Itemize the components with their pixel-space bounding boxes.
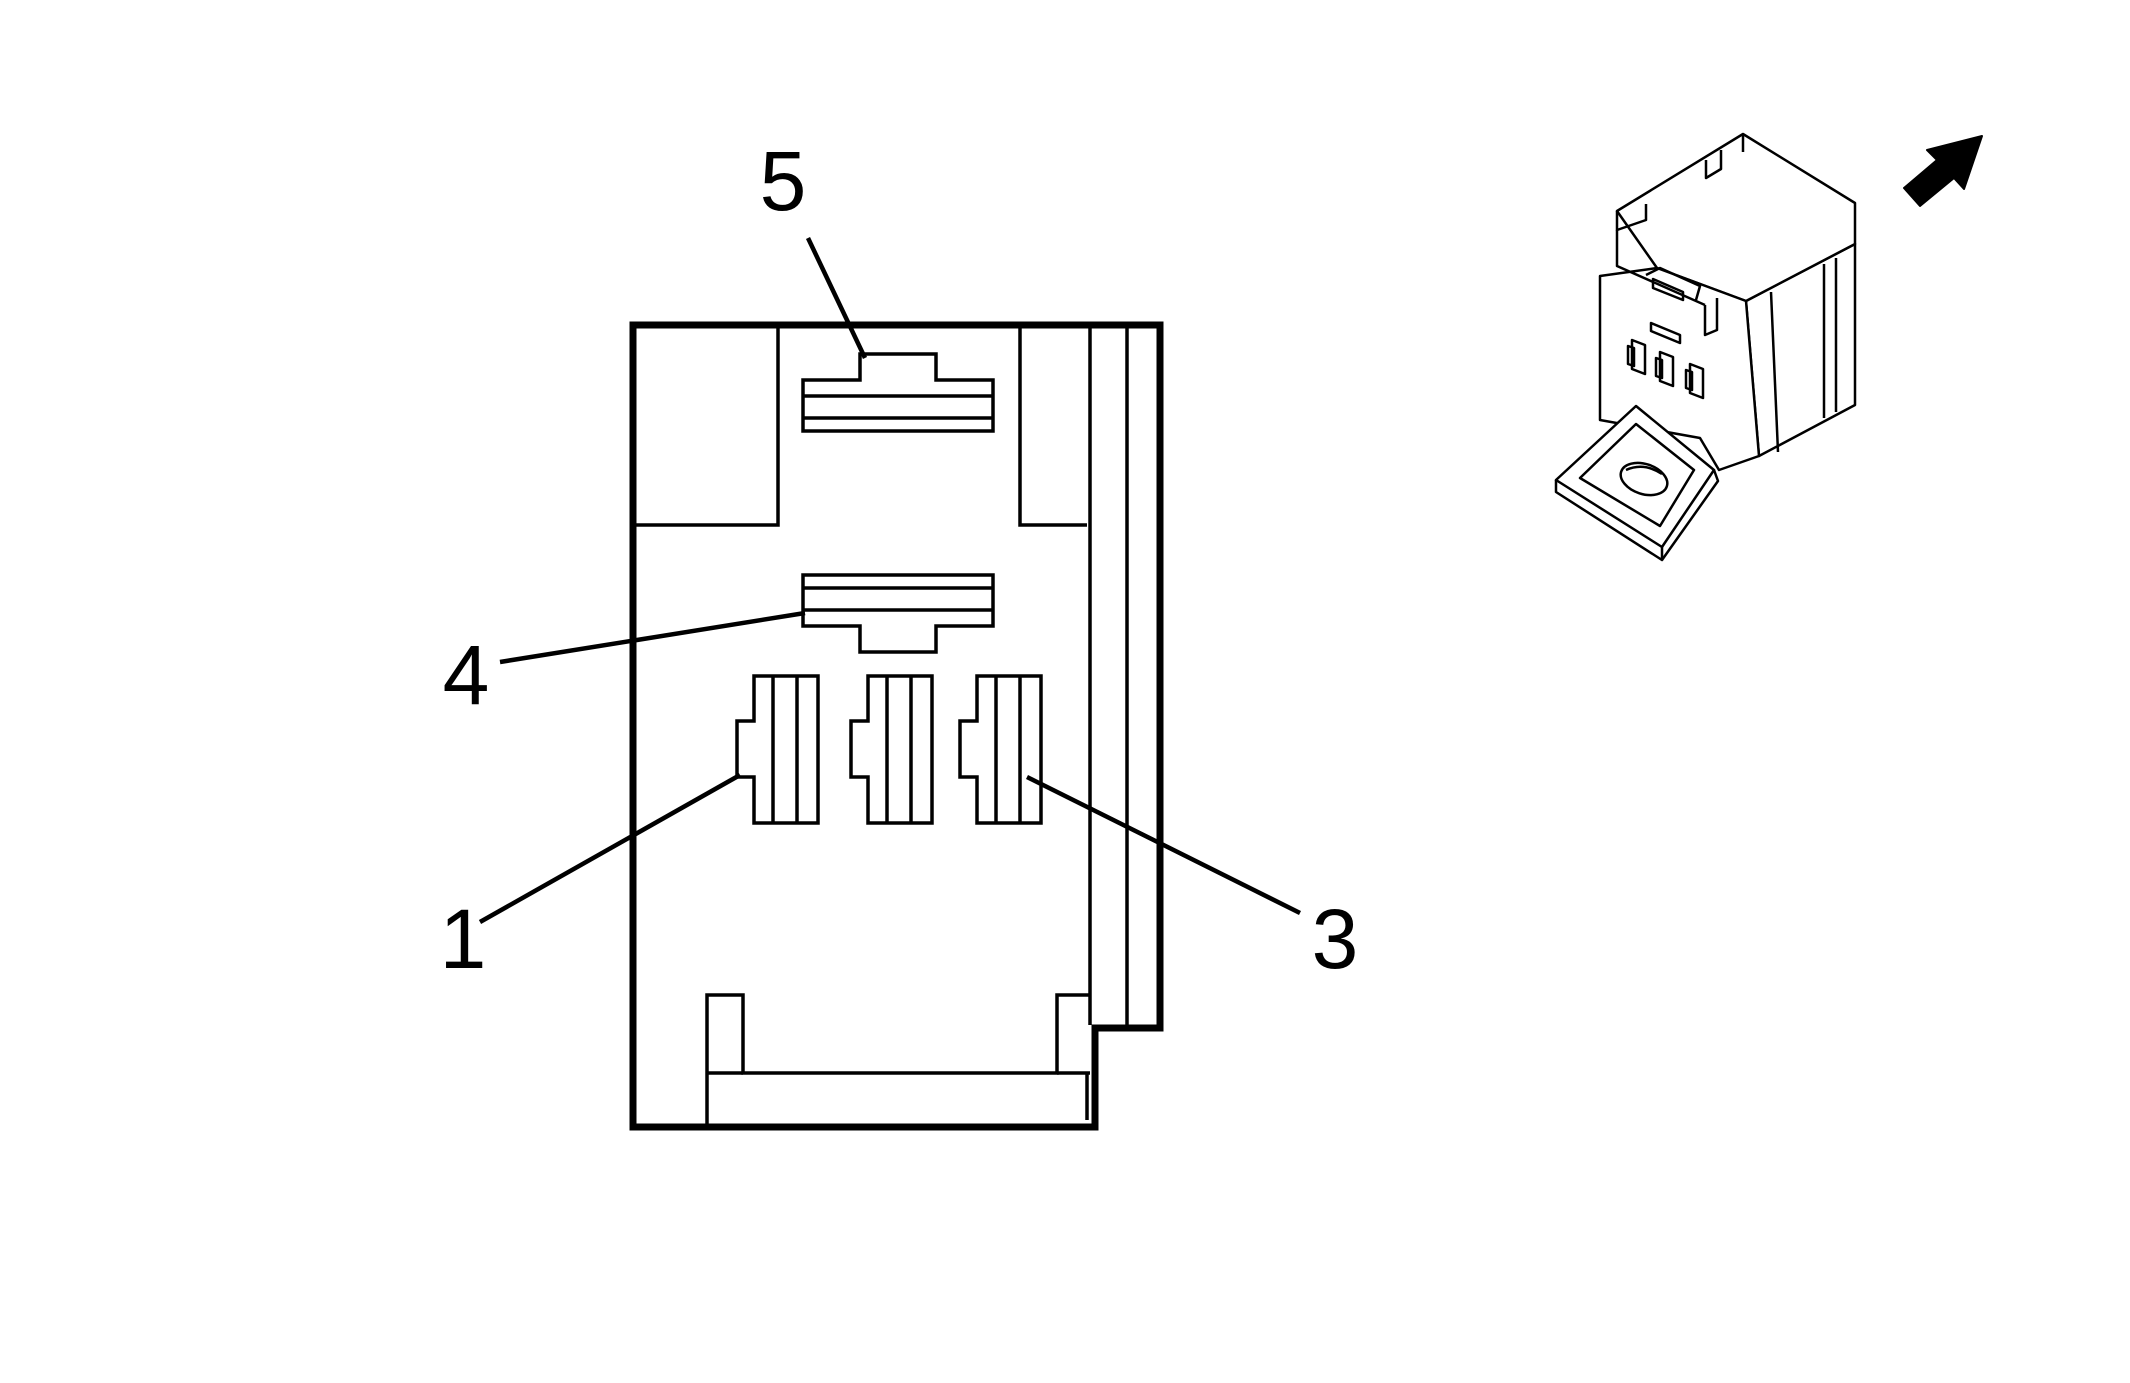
relay-connector-iso-icon — [1554, 132, 1857, 562]
terminal-3-cavity — [958, 674, 1043, 825]
leader-5 — [805, 237, 868, 359]
top-right-recess — [1018, 328, 1087, 527]
terminal-5-cavity — [801, 352, 995, 433]
top-left-recess — [636, 328, 780, 527]
terminal-4-cavity — [801, 573, 995, 654]
leader-1 — [478, 773, 742, 924]
callout-labels: 5 4 1 3 — [440, 134, 1359, 986]
bottom-latch — [705, 993, 1090, 1124]
terminal-2-cavity — [849, 674, 934, 825]
leader-4 — [499, 610, 806, 665]
callout-5: 5 — [760, 134, 807, 228]
callout-1: 1 — [440, 892, 487, 986]
leader-lines — [478, 237, 1302, 924]
leader-3 — [1025, 774, 1302, 916]
view-direction-arrow-icon — [1903, 135, 1983, 207]
terminal-1-cavity — [735, 674, 820, 825]
connector-body-outline — [629, 321, 1164, 1131]
callout-4: 4 — [443, 628, 490, 722]
callout-3: 3 — [1312, 892, 1359, 986]
connector-face — [629, 321, 1164, 1131]
